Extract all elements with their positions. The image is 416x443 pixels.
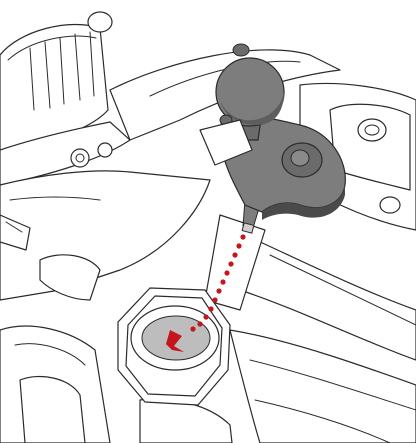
left-casting — [0, 171, 210, 300]
stem-nut — [118, 288, 230, 405]
